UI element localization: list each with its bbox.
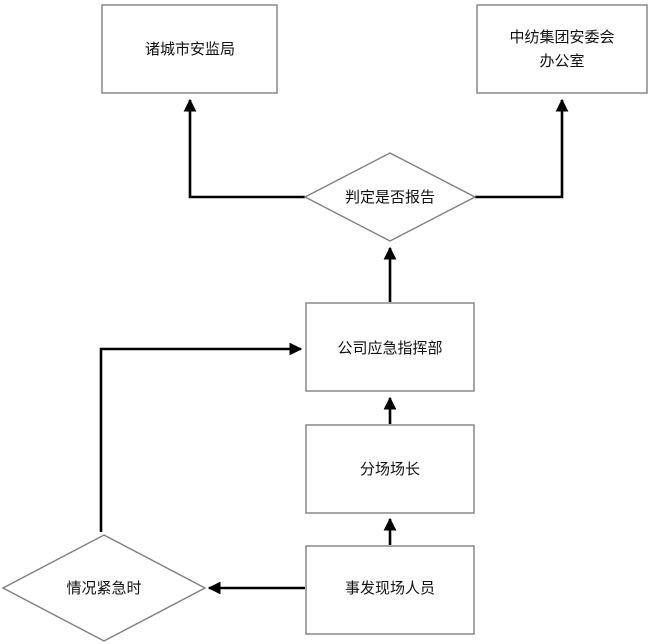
node-site-manager: 分场场长 bbox=[305, 424, 475, 514]
edge-decide-to-safety-bureau bbox=[183, 98, 305, 199]
label-group-committee-line1: 中纺集团安委会 bbox=[509, 28, 614, 46]
label-site-manager: 分场场长 bbox=[360, 460, 420, 478]
label-decide-report: 判定是否报告 bbox=[345, 188, 435, 206]
node-decide-report: 判定是否报告 bbox=[303, 152, 477, 242]
node-command-center: 公司应急指挥部 bbox=[305, 302, 475, 392]
node-field-personnel: 事发现场人员 bbox=[305, 545, 475, 635]
label-field-personnel: 事发现场人员 bbox=[345, 579, 435, 597]
label-safety-bureau: 诸城市安监局 bbox=[145, 40, 235, 58]
edge-emergency-to-command bbox=[99, 342, 303, 532]
edges bbox=[99, 98, 569, 595]
edge-decide-to-group-committee bbox=[475, 98, 569, 199]
node-group-safety-committee: 中纺集团安委会 办公室 bbox=[476, 4, 648, 94]
node-safety-bureau: 诸城市安监局 bbox=[101, 4, 278, 94]
label-emergency: 情况紧急时 bbox=[66, 579, 141, 597]
label-group-committee-line2: 办公室 bbox=[539, 52, 584, 70]
node-emergency: 情况紧急时 bbox=[1, 534, 207, 642]
label-command-center: 公司应急指挥部 bbox=[337, 339, 442, 357]
